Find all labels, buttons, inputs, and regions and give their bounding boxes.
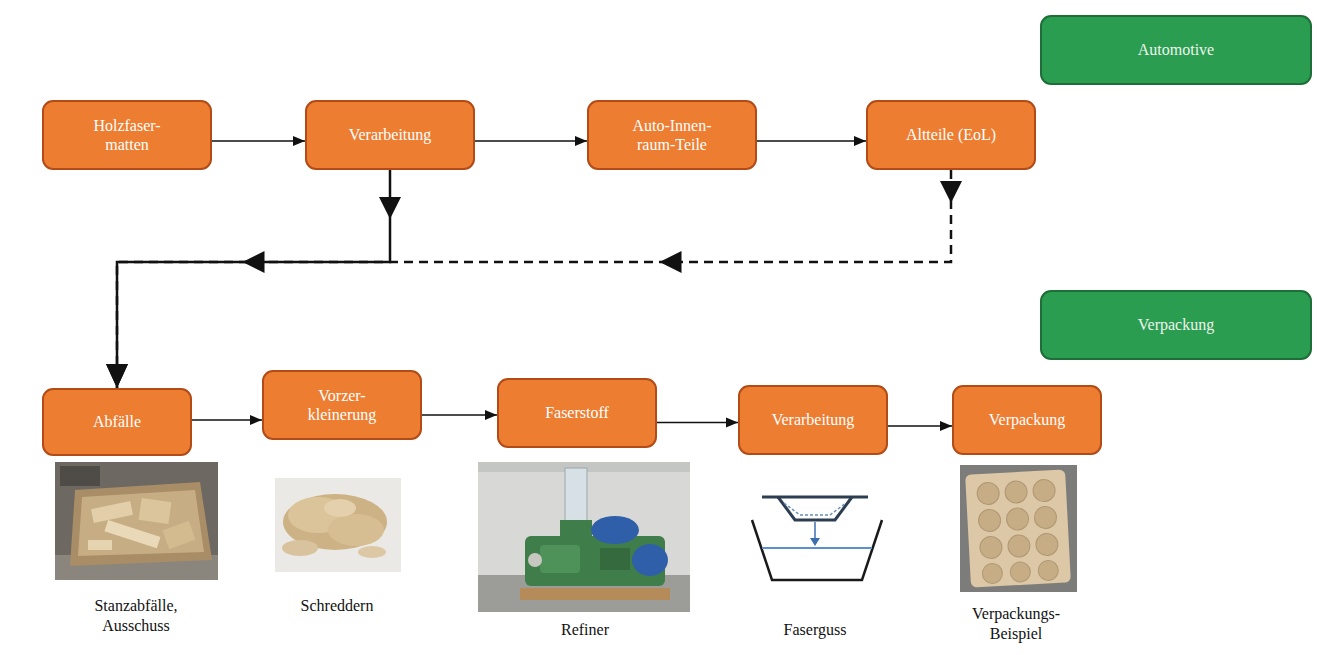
flow-arrow bbox=[212, 140, 305, 142]
box-label: Verarbeitung bbox=[349, 125, 432, 144]
flow-direction-arrowhead bbox=[660, 251, 682, 273]
box-label: Auto-Innen- raum-Teile bbox=[626, 116, 718, 154]
box-label: Faserstoff bbox=[545, 403, 609, 422]
shredded-fibre-photo bbox=[275, 478, 401, 572]
flow-arrow bbox=[657, 422, 738, 424]
box-label: Verarbeitung bbox=[772, 410, 855, 429]
process-box: Verpackung bbox=[952, 385, 1102, 455]
flow-arrow bbox=[192, 419, 262, 421]
section-tag: Automotive bbox=[1040, 15, 1312, 85]
packaging-tray-photo bbox=[960, 465, 1077, 592]
refiner-photo bbox=[478, 462, 690, 612]
box-label: Altteile (EoL) bbox=[906, 125, 996, 144]
process-box: Verarbeitung bbox=[738, 385, 888, 455]
flow-direction-arrowhead bbox=[940, 181, 962, 203]
process-box: Vorzer- kleinerung bbox=[262, 370, 422, 440]
flow-direction-arrowhead bbox=[243, 251, 265, 273]
flow-arrow bbox=[475, 140, 587, 142]
box-label: Abfälle bbox=[93, 412, 141, 431]
box-label: Vorzer- kleinerung bbox=[298, 386, 386, 424]
box-label: Verpackung bbox=[989, 410, 1065, 429]
flow-arrow bbox=[757, 140, 866, 142]
box-label: Holzfaser- matten bbox=[86, 116, 168, 154]
flow-arrow bbox=[117, 170, 390, 388]
process-box: Altteile (EoL) bbox=[866, 100, 1036, 170]
dashed-return-arrow bbox=[117, 170, 951, 388]
process-box: Holzfaser- matten bbox=[42, 100, 212, 170]
process-box: Verarbeitung bbox=[305, 100, 475, 170]
image-caption: Schreddern bbox=[267, 596, 407, 616]
waste-photo bbox=[55, 462, 218, 580]
box-label: Verpackung bbox=[1138, 315, 1214, 334]
process-box: Abfälle bbox=[42, 388, 192, 456]
section-tag: Verpackung bbox=[1040, 290, 1312, 360]
flow-arrow bbox=[888, 425, 952, 427]
box-label: Automotive bbox=[1138, 40, 1214, 59]
image-caption: Faserguss bbox=[745, 620, 885, 640]
image-caption: Refiner bbox=[515, 620, 655, 640]
process-box: Auto-Innen- raum-Teile bbox=[587, 100, 757, 170]
fibre-moulding-sketch bbox=[752, 497, 882, 580]
image-caption: Stanzabfälle, Ausschuss bbox=[80, 596, 192, 636]
flow-arrow bbox=[422, 414, 497, 416]
image-caption: Verpackungs- Beispiel bbox=[960, 604, 1072, 644]
flow-direction-arrowhead bbox=[379, 197, 401, 219]
process-box: Faserstoff bbox=[497, 378, 657, 448]
